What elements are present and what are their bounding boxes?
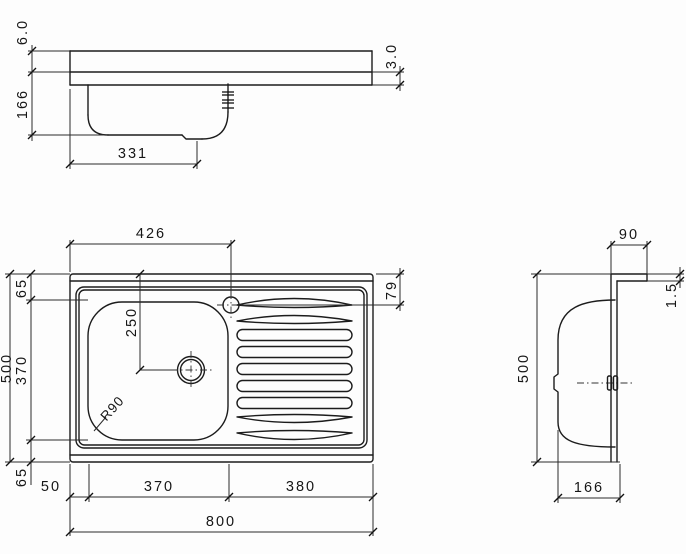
dim-label-back-ledge-height: 90 — [619, 227, 639, 243]
rim-border-inner — [78, 289, 365, 446]
dim-label-left-margin: 50 — [41, 479, 61, 495]
side-dim-15: 1.5 — [664, 267, 685, 308]
plan-dim-426: 426 — [65, 226, 236, 296]
plan-dim-250: 250 — [124, 269, 177, 375]
tap-centerline-marks — [222, 91, 234, 109]
drainboard-ribs — [236, 297, 353, 441]
side-dim-500: 500 — [516, 269, 620, 467]
dim-label-bowl-width: 370 — [144, 479, 174, 495]
dim-label-apron-height: 6.0 — [15, 19, 31, 45]
side-dim-166: 166 — [553, 430, 625, 503]
sink-outline — [69, 273, 374, 463]
side-bowl-outline — [553, 299, 616, 448]
rim-border-outer — [75, 286, 368, 449]
dim-label-total-width: 800 — [206, 514, 236, 530]
elevation-dimensions: 6.0 166 331 3.0 — [15, 19, 405, 169]
counter-profile — [28, 50, 404, 86]
dim-label-bowl-depth: 166 — [15, 89, 31, 119]
dim-label-back-margin: 65 — [14, 278, 30, 298]
dim-label-corner-radius: R90 — [97, 393, 127, 424]
dim-label-tap-from-left: 426 — [136, 226, 166, 242]
dim-label-front-margin: 65 — [14, 467, 30, 487]
bowl-section-outline — [28, 83, 229, 140]
dim-label-drainboard-width: 380 — [286, 479, 316, 495]
plan-dims-bottom: 50 370 380 800 — [41, 464, 378, 537]
dim-label-drain-offset: 331 — [118, 146, 148, 162]
dim-label-side-total-depth: 500 — [516, 353, 532, 383]
side-profile — [610, 273, 684, 463]
side-drain-symbol — [577, 375, 633, 391]
dim-label-drain-from-back: 250 — [124, 307, 140, 337]
radius-callout: R90 — [93, 393, 127, 432]
plan-dims-left: 500 65 370 65 — [0, 269, 88, 487]
view-plan: R90 426 79 250 — [0, 226, 405, 537]
dim-label-rear-edge-drop: 3.0 — [384, 43, 400, 69]
plan-dim-79: 79 — [241, 268, 405, 311]
drain-hole — [171, 351, 213, 389]
view-side-section: 90 1.5 500 166 — [516, 227, 685, 503]
dim-label-side-bowl-depth: 166 — [574, 480, 604, 496]
dim-label-total-depth: 500 — [0, 353, 15, 383]
side-dim-90: 90 — [606, 227, 652, 274]
bowl-outline — [87, 301, 229, 441]
dim-label-bowl-length: 370 — [14, 355, 30, 385]
view-front-elevation: 6.0 166 331 3.0 — [15, 19, 405, 169]
dim-label-tap-from-back: 79 — [384, 280, 400, 300]
dim-label-ledge-thickness: 1.5 — [664, 282, 680, 308]
